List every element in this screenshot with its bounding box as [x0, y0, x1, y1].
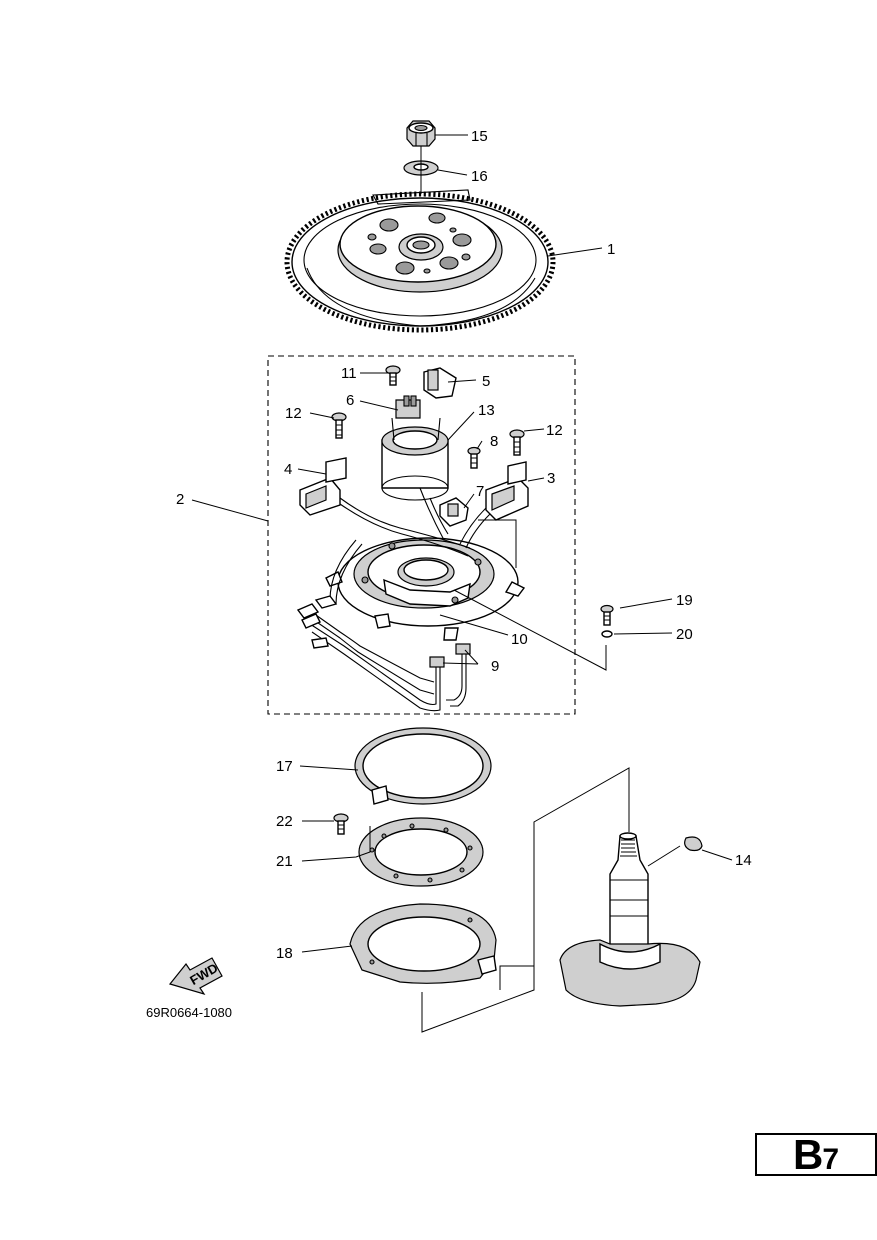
washer-20 [601, 630, 613, 638]
retainer-ring-17 [354, 727, 492, 805]
callout-1: 1 [607, 241, 615, 258]
callout-20: 20 [676, 626, 693, 643]
leader-lines [191, 134, 733, 1033]
stator-wiring [329, 487, 491, 605]
flywheel [284, 189, 556, 333]
screw-8 [467, 446, 481, 469]
callout-5: 5 [482, 373, 490, 390]
callout-9: 9 [491, 658, 499, 675]
callout-10: 10 [511, 631, 528, 648]
wire-clamp-7 [439, 497, 469, 527]
callout-2: 2 [176, 491, 184, 508]
callout-3: 3 [547, 470, 555, 487]
page-badge-number: 7 [822, 1143, 840, 1176]
callout-11: 11 [341, 365, 357, 382]
screw-19 [600, 604, 614, 626]
stator-harness [296, 595, 471, 712]
callout-6: 6 [346, 392, 354, 409]
callout-12-left: 12 [285, 405, 302, 422]
callout-14: 14 [735, 852, 752, 869]
screw-12-left [331, 412, 347, 439]
callout-21: 21 [276, 853, 293, 870]
woodruff-key-14 [684, 836, 703, 852]
callout-18: 18 [276, 945, 293, 962]
callout-12-right: 12 [546, 422, 563, 439]
fwd-arrow-icon: FWD [168, 957, 223, 996]
pulser-clamp [423, 367, 457, 399]
callout-17: 17 [276, 758, 293, 775]
lighting-coil-left [299, 457, 347, 516]
plate-21 [358, 817, 484, 887]
screw-22 [333, 813, 349, 835]
callout-22: 22 [276, 813, 293, 830]
stator-base-plate [325, 537, 526, 641]
stator-assembly-box [267, 355, 576, 715]
callout-13: 13 [478, 402, 495, 419]
flywheel-nut [406, 120, 436, 147]
base-plate-18 [349, 903, 497, 984]
callout-7: 7 [476, 483, 484, 500]
callout-4: 4 [284, 461, 292, 478]
page-badge: B7 [755, 1133, 877, 1176]
lighting-coil-right [485, 461, 529, 521]
figure-code: 69R0664-1080 [146, 1005, 232, 1020]
page-badge-letter: B [792, 1131, 823, 1178]
callout-16: 16 [471, 168, 488, 185]
pulser-coil-bracket [381, 395, 449, 501]
callout-19: 19 [676, 592, 693, 609]
callout-15: 15 [471, 128, 488, 145]
screw-11 [385, 365, 401, 386]
callout-8: 8 [490, 433, 498, 450]
screw-12-right [509, 429, 525, 456]
crankshaft [559, 832, 701, 1007]
